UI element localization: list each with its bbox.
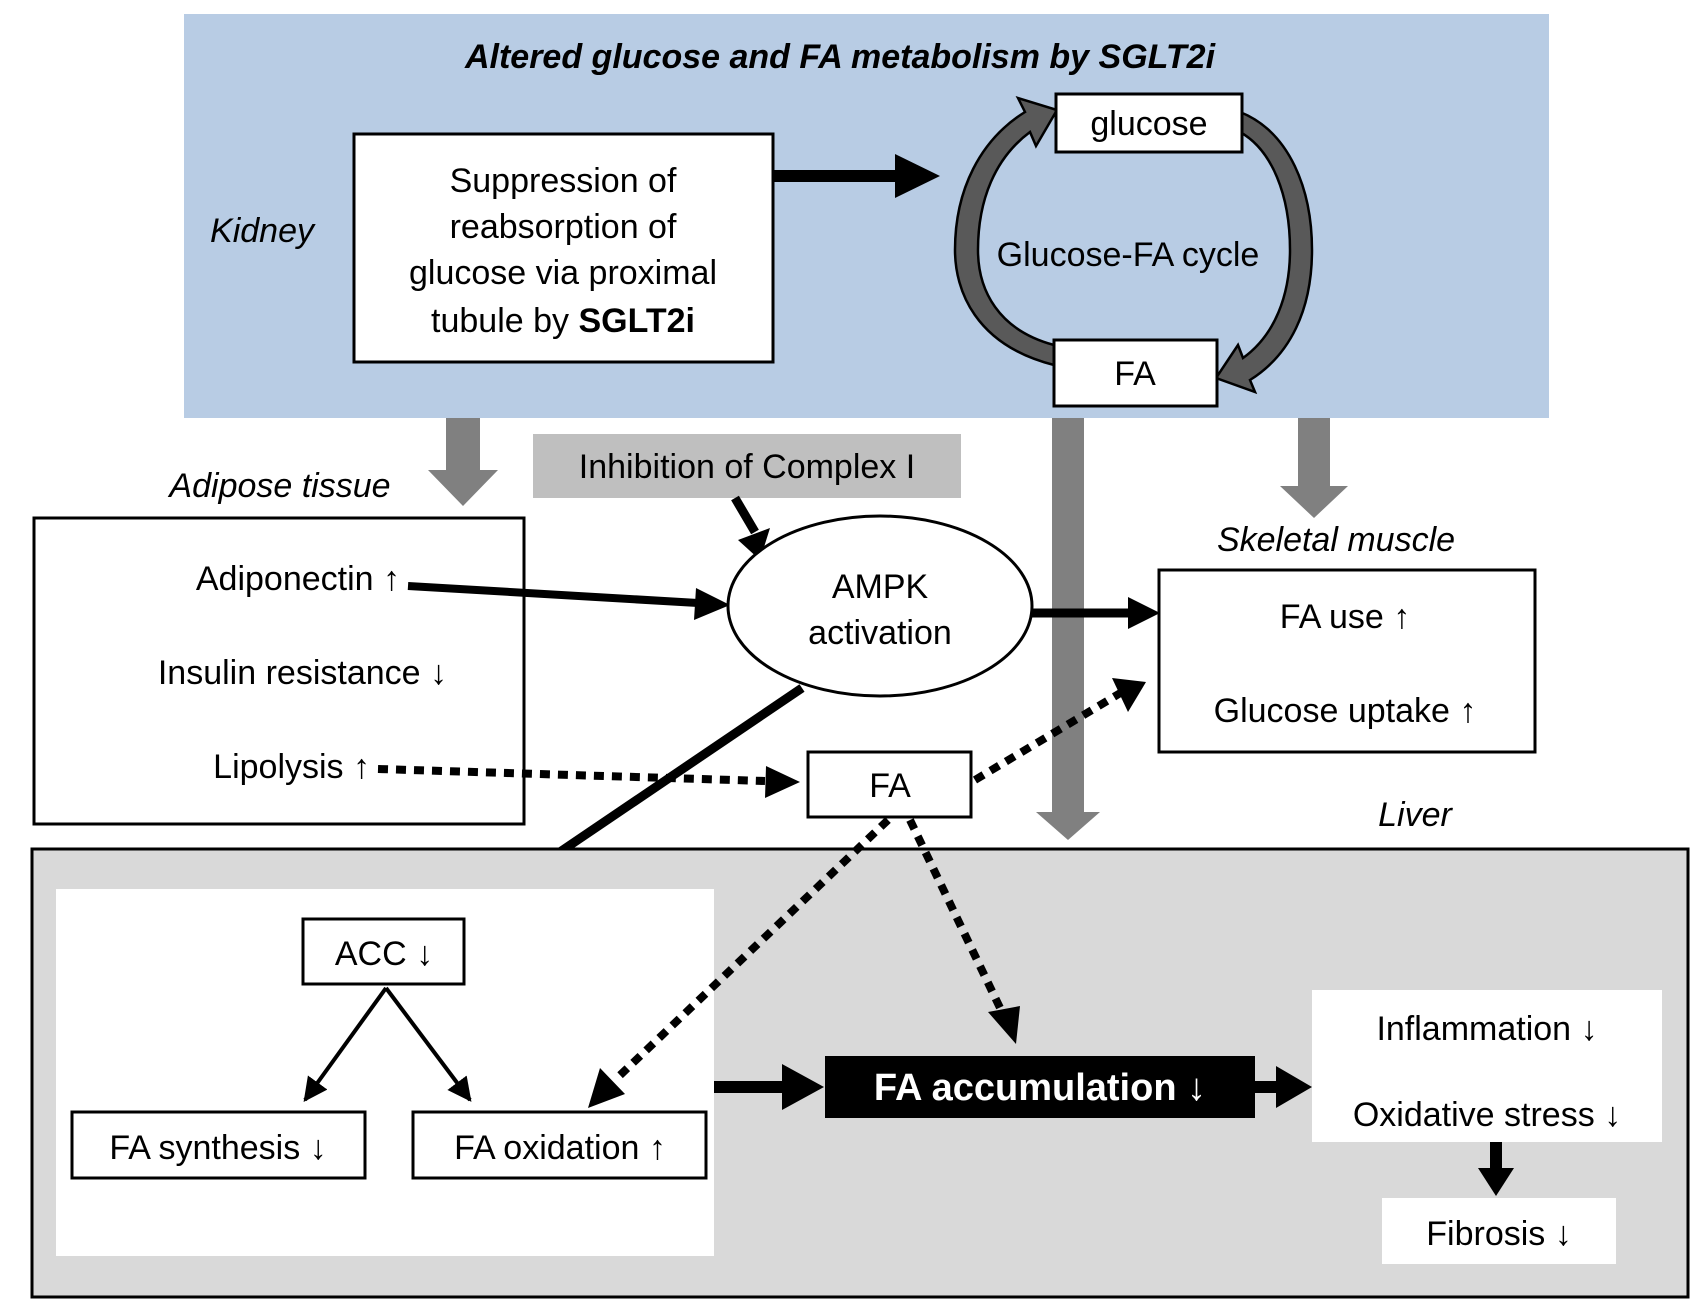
arrow-fa-to-oxidation: [612, 817, 891, 1083]
ampk-line-2: activation: [808, 614, 952, 652]
arrow-ampk-to-muscle-head: [1128, 597, 1160, 629]
fa-accumulation-box: [825, 1056, 1255, 1118]
fa-oxidation-label: FA oxidation ↑: [454, 1129, 666, 1167]
acc-box: [301, 917, 466, 986]
adipose-label: Adipose tissue: [167, 467, 390, 505]
arrow-liver-to-accumulation-head: [782, 1064, 824, 1110]
insulin-resistance-label: Insulin resistance ↓: [158, 654, 447, 692]
cycle-glucose-box: [1054, 92, 1244, 154]
inflammation-label: Inflammation ↓: [1376, 1010, 1597, 1048]
suppression-line-4a: tubule by: [431, 302, 578, 340]
cycle-arrow-right: [1214, 110, 1314, 395]
gray-arrow-muscle-shaft: [1298, 418, 1330, 486]
inflammation-box: [1312, 990, 1662, 1142]
suppression-line-2: reabsorption of: [450, 208, 677, 246]
fa-synthesis-box: [70, 1110, 367, 1180]
arrow-acc-to-oxidation: [384, 986, 472, 1102]
gray-arrow-adipose-shaft: [446, 418, 480, 470]
cycle-fa-box: [1052, 338, 1219, 408]
fa-oxidation-box: [411, 1110, 708, 1180]
suppression-line-4b: SGLT2i: [578, 302, 695, 340]
muscle-box: [1157, 568, 1537, 754]
arrow-suppression-to-cycle-head: [895, 154, 940, 198]
adiponectin-label: Adiponectin ↑: [196, 560, 400, 598]
oxidative-stress-label: Oxidative stress ↓: [1353, 1096, 1621, 1134]
arrow-lipolysis-to-fa-head: [765, 766, 800, 798]
fibrosis-box: [1382, 1198, 1616, 1264]
cycle-glucose-label: glucose: [1090, 105, 1207, 143]
kidney-panel-title: Altered glucose and FA metabolism by SGL…: [464, 38, 1217, 76]
gray-arrow-liver-head: [1036, 812, 1100, 840]
liver-label: Liver: [1378, 796, 1453, 834]
gray-arrow-muscle-head: [1280, 486, 1348, 518]
suppression-box: [352, 132, 775, 364]
cycle-center-label: Glucose-FA cycle: [997, 236, 1260, 274]
arrow-fa-to-muscle-head: [1112, 678, 1146, 712]
adipose-box: [32, 516, 526, 826]
arrow-stress-to-fibrosis-head: [1478, 1168, 1514, 1196]
suppression-line-1: Suppression of: [450, 162, 677, 200]
lipolysis-label: Lipolysis ↑: [213, 748, 370, 786]
fa-synthesis-label: FA synthesis ↓: [109, 1129, 326, 1167]
cycle-fa-label: FA: [1114, 355, 1156, 393]
cycle-arrow-left: [953, 95, 1059, 367]
arrow-acc-to-synthesis: [303, 986, 388, 1102]
arrow-accumulation-to-inflammation-head: [1276, 1066, 1312, 1108]
muscle-label: Skeletal muscle: [1217, 521, 1455, 559]
suppression-line-3: glucose via proximal: [409, 254, 717, 292]
arrow-adiponectin-to-ampk-head: [694, 588, 730, 620]
acc-label: ACC ↓: [335, 935, 433, 973]
fa-middle-box: [806, 750, 973, 819]
arrow-fa-to-accumulation-head: [988, 1006, 1020, 1044]
fa-middle-label: FA: [869, 767, 911, 805]
ampk-ellipse: [726, 514, 1034, 698]
complex-i-label: Inhibition of Complex I: [579, 448, 915, 486]
suppression-line-4: tubule by SGLT2i: [431, 302, 695, 340]
kidney-label: Kidney: [210, 212, 316, 250]
ampk-line-1: AMPK: [832, 568, 929, 606]
arrow-adiponectin-to-ampk: [407, 582, 699, 607]
arrow-complex-to-ampk: [731, 495, 759, 535]
complex-i-box: [533, 434, 961, 498]
glucose-uptake-label: Glucose uptake ↑: [1214, 692, 1477, 730]
fa-accumulation-label: FA accumulation ↓: [874, 1067, 1206, 1109]
fa-use-label: FA use ↑: [1280, 598, 1410, 636]
arrow-stress-to-fibrosis-shaft: [1490, 1142, 1502, 1170]
arrow-fa-to-muscle: [972, 688, 1125, 784]
arrow-fa-to-oxidation-head: [588, 1068, 625, 1108]
gray-arrow-adipose-head: [428, 470, 498, 506]
fibrosis-label: Fibrosis ↓: [1426, 1215, 1571, 1253]
